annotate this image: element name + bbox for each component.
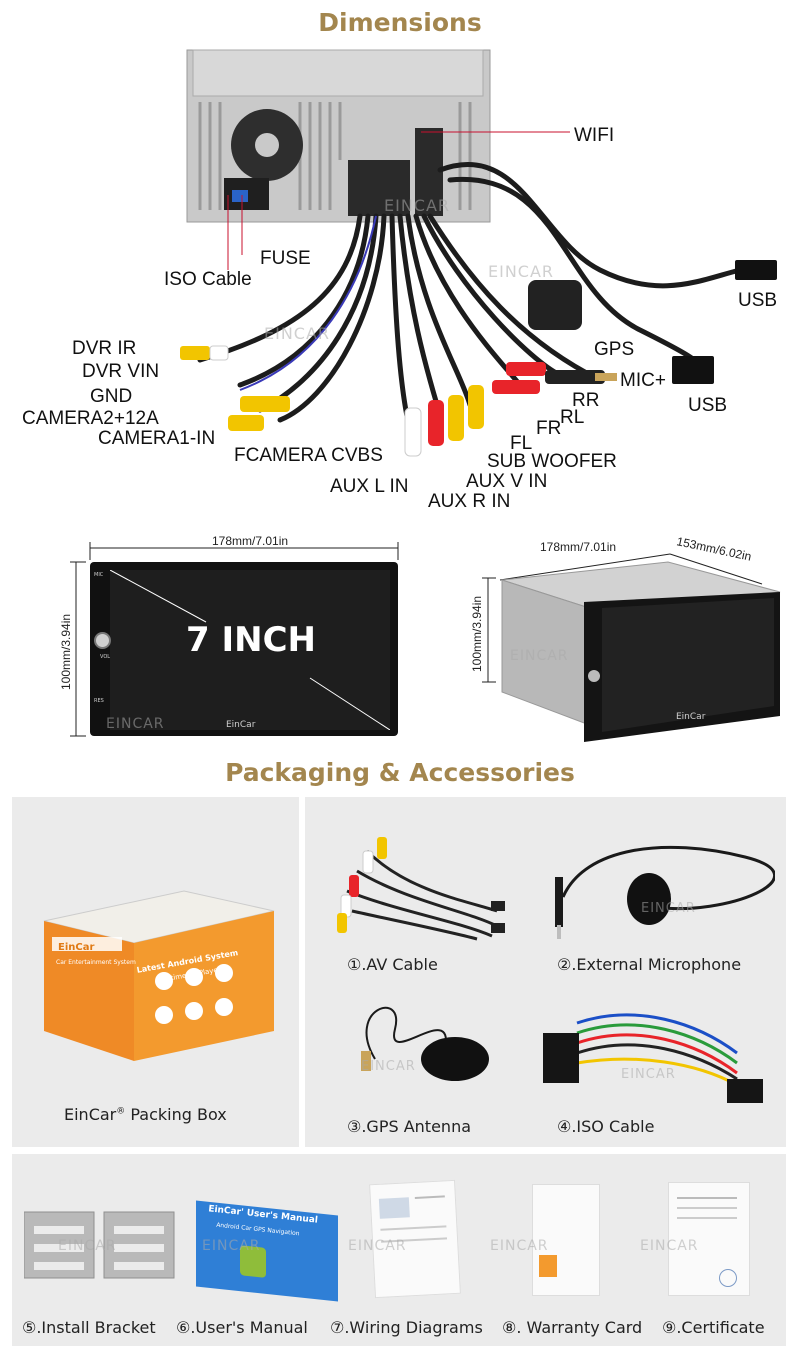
label-fl: FL [510,433,533,454]
watermark: EINCAR [264,324,331,343]
side-brand: EinCar [676,712,706,722]
packing-box-panel: EinCar Car Entertainment System Latest A… [12,797,299,1147]
button-res: RES [94,698,104,704]
label-rr: RR [572,390,600,411]
side-height-label: 100mm/3.94in [470,595,484,672]
label-fcamera-cvbs: FCAMERA CVBS [234,445,383,466]
install-bracket-caption: ⑤.Install Bracket [22,1318,156,1337]
warranty-card-caption: ⑧. Warranty Card [502,1318,643,1337]
front-height-label: 100mm/3.94in [59,613,73,690]
microphone-image [555,845,775,939]
av-cable-image [337,837,505,941]
label-usb-1: USB [738,290,778,311]
packing-box-image [43,890,275,1061]
front-width-label: 178mm/7.01in [212,534,289,548]
watermark: EINCAR [640,1238,699,1254]
av-cable-caption: ①.AV Cable [347,955,438,974]
front-brand: EinCar [226,720,256,730]
documents-panel: ⑤.Install Bracket EinCar' User's Manual … [12,1154,786,1346]
box-brand: EinCar [58,942,95,953]
front-view-dimension-lines [70,542,399,737]
dimensions-heading: Dimensions [318,8,482,37]
rca-connectors [180,260,777,457]
label-fuse: FUSE [260,248,311,269]
label-wifi: WIFI [574,125,615,146]
iso-cable-image [543,1013,763,1103]
watermark: EINCAR [58,1238,117,1254]
watermark: EINCAR [106,716,165,732]
screen-size-label: 7 INCH [186,620,317,660]
wiring-diagrams-caption: ⑦.Wiring Diagrams [330,1318,483,1337]
accessories-panel: ①.AV Cable ②.External Microphone EINCAR … [305,797,786,1147]
watermark: EINCAR [641,901,696,916]
label-usb-2: USB [688,395,728,416]
gps-antenna-caption: ③.GPS Antenna [347,1117,472,1136]
label-rl: RL [560,407,585,428]
iso-cable-caption: ④.ISO Cable [557,1117,655,1136]
label-gps: GPS [594,339,635,360]
watermark: EINCAR [384,196,451,215]
watermark: EINCAR [348,1238,407,1254]
watermark: EINCAR [202,1238,261,1254]
side-view-dimension-lines [482,553,763,683]
front-view-device: MIC VOL RES EinCar [90,562,398,736]
button-vol: VOL [100,654,111,660]
packaging-heading: Packaging & Accessories [225,758,575,787]
gps-antenna-image [361,1006,489,1081]
watermark: EINCAR [490,1238,549,1254]
warranty-card-image [532,1184,600,1296]
cable-bundle [197,161,743,433]
certificate-caption: ⑨.Certificate [662,1318,765,1337]
certificate-image [668,1182,750,1296]
wiring-diagram [180,49,777,457]
label-dvr-vin: DVR VIN [82,361,160,382]
label-aux-l-in: AUX L IN [330,476,409,497]
microphone-caption: ②.External Microphone [557,955,742,974]
label-mic: MIC+ [620,370,666,391]
users-manual-caption: ⑥.User's Manual [176,1318,308,1337]
side-view-device [501,561,781,742]
side-width-label: 178mm/7.01in [540,540,617,554]
box-sub: Car Entertainment System [56,959,136,966]
label-aux-r-in: AUX R IN [428,491,511,512]
install-bracket-image [24,1211,175,1279]
watermark: EINCAR [361,1059,416,1074]
watermark: EINCAR [510,648,569,664]
head-unit-rear [186,49,491,223]
label-camera2-12a: CAMERA2+12A [22,408,159,429]
label-fr: FR [536,418,562,439]
watermark: EINCAR [488,262,555,281]
volume-knob [94,632,111,649]
label-iso-cable: ISO Cable [164,269,252,290]
label-dvr-ir: DVR IR [72,338,137,359]
watermark: EINCAR [621,1067,676,1082]
device-screen [110,570,390,730]
label-aux-v-in: AUX V IN [466,471,548,492]
button-mic: MIC [94,572,104,578]
label-camera1-in: CAMERA1-IN [98,428,216,449]
label-gnd: GND [90,386,133,407]
packing-box-caption: EinCar® Packing Box [64,1105,227,1124]
label-sub-woofer: SUB WOOFER [487,451,617,472]
